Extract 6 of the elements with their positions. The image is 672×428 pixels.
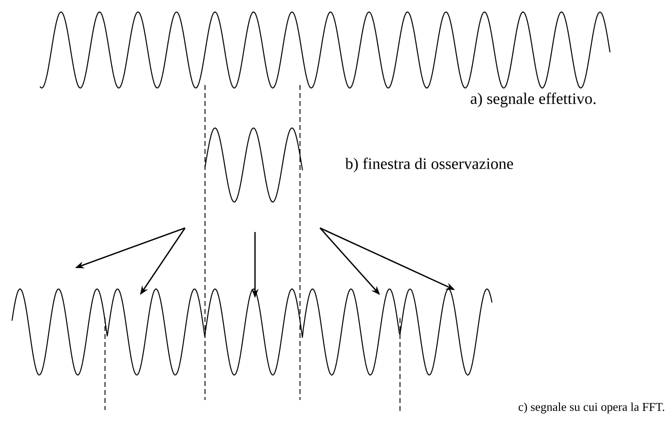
sine-wave-drawing — [204, 128, 303, 202]
sine-wave-drawing — [40, 12, 610, 88]
label: b) finestra di osservazione — [345, 158, 514, 172]
label: c) segnale su cui opera la FFT. — [518, 402, 664, 414]
sine-wave-drawing — [12, 288, 492, 376]
label: a) segnale effettivo. — [470, 92, 596, 108]
